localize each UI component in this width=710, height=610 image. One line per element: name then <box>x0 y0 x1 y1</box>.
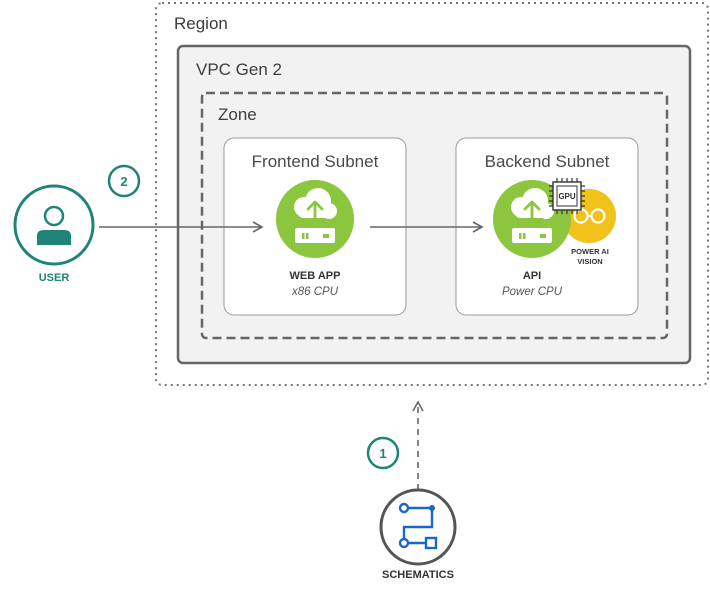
power-ai-label-line2: VISION <box>577 257 602 266</box>
user-icon <box>37 205 71 245</box>
power-ai-label-line1: POWER AI <box>571 247 609 256</box>
region-label: Region <box>174 14 228 33</box>
step-1-number: 1 <box>379 446 386 461</box>
step-2-badge: 2 <box>107 164 141 198</box>
backend-subnet-label: Backend Subnet <box>485 152 610 171</box>
api-label: API <box>523 270 541 282</box>
gpu-label: GPU <box>558 192 576 201</box>
cloud-upload-server-icon <box>493 180 571 258</box>
user-node[interactable]: USER <box>13 184 95 284</box>
frontend-subnet-label: Frontend Subnet <box>252 152 379 171</box>
web-app-detail: x86 CPU <box>291 286 339 298</box>
step-1-badge: 1 <box>366 436 400 470</box>
user-label: USER <box>39 272 70 284</box>
gpu-chip-icon: GPU <box>549 178 585 214</box>
cloud-upload-server-icon <box>276 180 354 258</box>
schematics-flow-icon <box>398 502 438 550</box>
web-app-label: WEB APP <box>290 270 341 282</box>
web-app-node[interactable]: WEB APP x86 CPU <box>276 180 354 298</box>
schematics-label: SCHEMATICS <box>382 569 454 581</box>
zone-label: Zone <box>218 105 257 124</box>
vpc-label: VPC Gen 2 <box>196 60 282 79</box>
api-detail: Power CPU <box>502 286 563 298</box>
schematics-node[interactable]: SCHEMATICS <box>379 488 457 581</box>
region-container: Region <box>155 2 709 386</box>
step-2-number: 2 <box>120 174 127 189</box>
api-node[interactable]: GPU POWER AI VISION API Power CPU <box>493 178 616 298</box>
